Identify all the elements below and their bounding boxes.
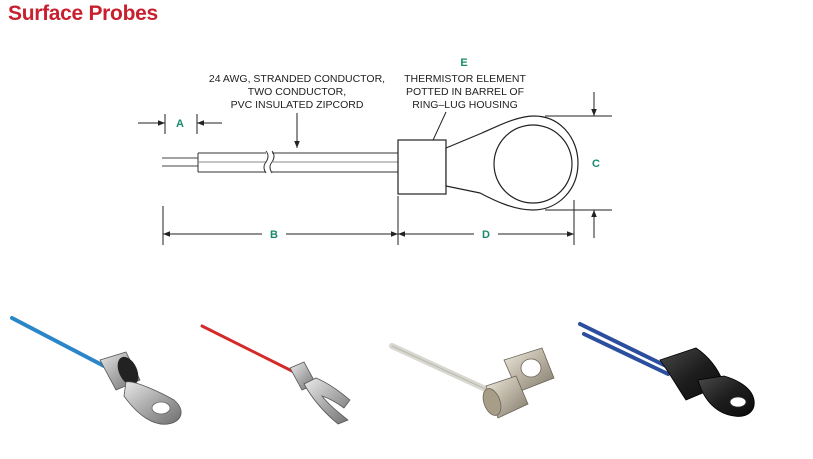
ring-lug-tongue — [123, 381, 182, 425]
zipcord — [197, 150, 398, 174]
element-label: THERMISTOR ELEMENT POTTED IN BARREL OF R… — [404, 73, 526, 111]
blue-wire — [10, 316, 106, 368]
wire-label-line-2: TWO CONDUCTOR, — [248, 86, 346, 98]
product-photo-3 — [389, 343, 555, 419]
lug-barrel — [397, 139, 447, 195]
wire-label-line-1: 24 AWG, STRANDED CONDUCTOR, — [209, 73, 385, 85]
ring-lug-hole — [493, 124, 573, 204]
bracket-hole — [520, 358, 542, 378]
barrel-opening — [117, 356, 139, 386]
probe-dimension-diagram: 24 AWG, STRANDED CONDUCTOR, TWO CONDUCTO… — [138, 57, 612, 245]
element-label-line-2: POTTED IN BARREL OF — [406, 86, 524, 98]
dimension-label-d: D — [482, 229, 490, 241]
red-wire — [200, 324, 296, 374]
product-photo-4 — [578, 322, 755, 417]
dimension-label-e: E — [460, 57, 467, 69]
ring-lug-hole — [151, 401, 171, 415]
black-ring-tab — [697, 375, 755, 417]
element-label-line-1: THERMISTOR ELEMENT — [404, 73, 526, 85]
product-photo-2 — [200, 324, 351, 425]
wire-label: 24 AWG, STRANDED CONDUCTOR, TWO CONDUCTO… — [209, 73, 385, 111]
bare-conductors — [162, 157, 198, 167]
dimension-label-c: C — [592, 158, 600, 170]
white-wire-seam — [391, 345, 493, 393]
page-title: Surface Probes — [8, 2, 158, 25]
product-photo-1 — [10, 316, 182, 425]
wire-label-line-3: PVC INSULATED ZIPCORD — [231, 99, 364, 111]
spade-fork — [303, 377, 351, 425]
element-label-line-3: RING–LUG HOUSING — [412, 99, 518, 111]
black-ring-hole — [729, 396, 747, 408]
bracket-barrel-end — [482, 388, 502, 416]
dimension-label-a: A — [176, 118, 184, 130]
blue-wire-2 — [582, 332, 670, 376]
dimension-label-b: B — [270, 229, 278, 241]
blue-wire-1 — [578, 322, 668, 368]
